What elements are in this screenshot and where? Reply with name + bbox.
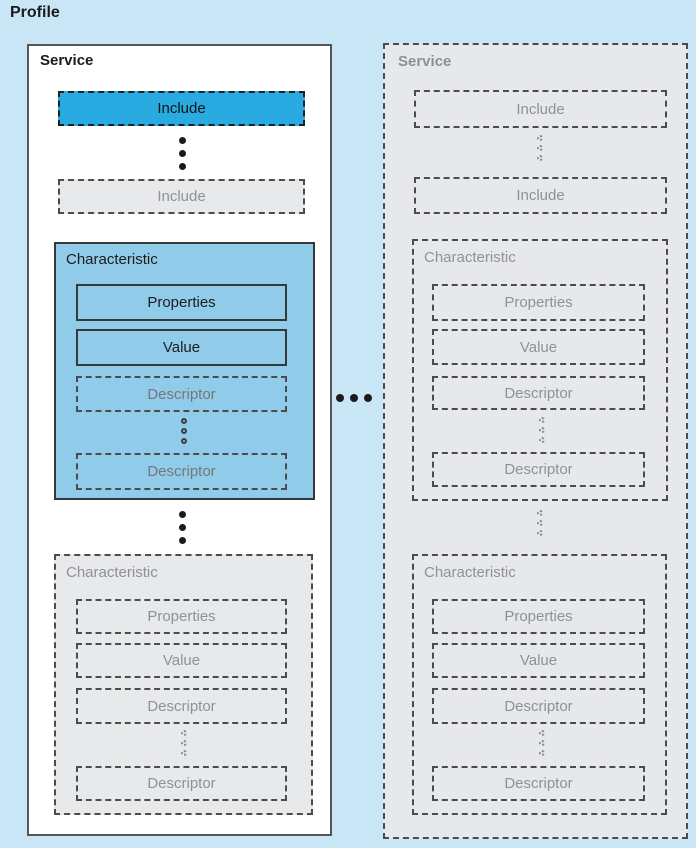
value-box: Value: [432, 643, 645, 678]
ellipsis-ring-icon: [537, 520, 543, 526]
profile-label: Profile: [10, 4, 60, 21]
characteristic-label: Characteristic: [66, 251, 158, 268]
ellipsis-dot-icon: [364, 394, 372, 402]
ellipsis-dot-icon: [350, 394, 358, 402]
characteristic-box-inactive: Characteristic Properties Value Descript…: [412, 554, 667, 815]
ellipsis-ring-icon: [539, 427, 545, 433]
ellipsis-dot-icon: [178, 150, 186, 157]
service-panel-active: Service Include Include Characteristic P…: [27, 44, 332, 836]
descriptor-box: Descriptor: [76, 688, 287, 724]
characteristic-box-inactive: Characteristic Properties Value Descript…: [412, 239, 668, 501]
ellipsis-ring-icon: [181, 438, 187, 444]
vertical-ellipsis-icon: [178, 730, 190, 756]
ellipsis-ring-icon: [181, 740, 187, 746]
characteristic-label: Characteristic: [424, 249, 516, 266]
ellipsis-ring-icon: [537, 530, 543, 536]
ellipsis-dot-icon: [178, 511, 186, 518]
ellipsis-ring-icon: [539, 740, 545, 746]
properties-box: Properties: [432, 599, 645, 634]
vertical-ellipsis-icon: [534, 510, 546, 536]
ellipsis-ring-icon: [181, 418, 187, 424]
descriptor-box: Descriptor: [432, 766, 645, 801]
ellipsis-dot-icon: [178, 137, 186, 144]
ellipsis-ring-icon: [537, 155, 543, 161]
include-box-inactive: Include: [414, 177, 667, 214]
vertical-ellipsis-icon: [536, 730, 548, 756]
characteristic-box-inactive: Characteristic Properties Value Descript…: [54, 554, 313, 815]
ellipsis-dot-icon: [178, 537, 186, 544]
service-label: Service: [40, 52, 94, 69]
ellipsis-ring-icon: [539, 730, 545, 736]
horizontal-ellipsis-icon: [336, 394, 372, 402]
ellipsis-dot-icon: [178, 163, 186, 170]
vertical-ellipsis-icon: [178, 418, 190, 444]
descriptor-box: Descriptor: [432, 452, 645, 487]
characteristic-box-active: Characteristic Properties Value Descript…: [54, 242, 315, 500]
descriptor-box: Descriptor: [432, 376, 645, 410]
vertical-ellipsis-icon: [536, 417, 548, 443]
ellipsis-ring-icon: [181, 428, 187, 434]
include-box-inactive: Include: [58, 179, 305, 214]
ellipsis-ring-icon: [539, 417, 545, 423]
ellipsis-ring-icon: [537, 145, 543, 151]
characteristic-label: Characteristic: [424, 564, 516, 581]
service-panel-inactive: Service Include Include Characteristic P…: [383, 43, 688, 839]
include-box-active: Include: [58, 91, 305, 126]
ellipsis-ring-icon: [539, 750, 545, 756]
vertical-ellipsis-icon: [534, 135, 546, 161]
ellipsis-ring-icon: [181, 730, 187, 736]
value-box: Value: [432, 329, 645, 365]
properties-box: Properties: [432, 284, 645, 321]
ellipsis-dot-icon: [336, 394, 344, 402]
ellipsis-ring-icon: [537, 510, 543, 516]
ellipsis-ring-icon: [537, 135, 543, 141]
descriptor-box: Descriptor: [432, 688, 645, 724]
value-box: Value: [76, 329, 287, 366]
service-label: Service: [398, 53, 452, 70]
properties-box: Properties: [76, 599, 287, 634]
vertical-ellipsis-icon: [176, 511, 188, 544]
descriptor-box: Descriptor: [76, 766, 287, 801]
include-box-inactive: Include: [414, 90, 667, 128]
descriptor-box: Descriptor: [76, 376, 287, 412]
vertical-ellipsis-icon: [176, 137, 188, 170]
descriptor-box: Descriptor: [76, 453, 287, 490]
characteristic-label: Characteristic: [66, 564, 158, 581]
ellipsis-ring-icon: [181, 750, 187, 756]
ellipsis-ring-icon: [539, 437, 545, 443]
value-box: Value: [76, 643, 287, 678]
ellipsis-dot-icon: [178, 524, 186, 531]
properties-box: Properties: [76, 284, 287, 321]
